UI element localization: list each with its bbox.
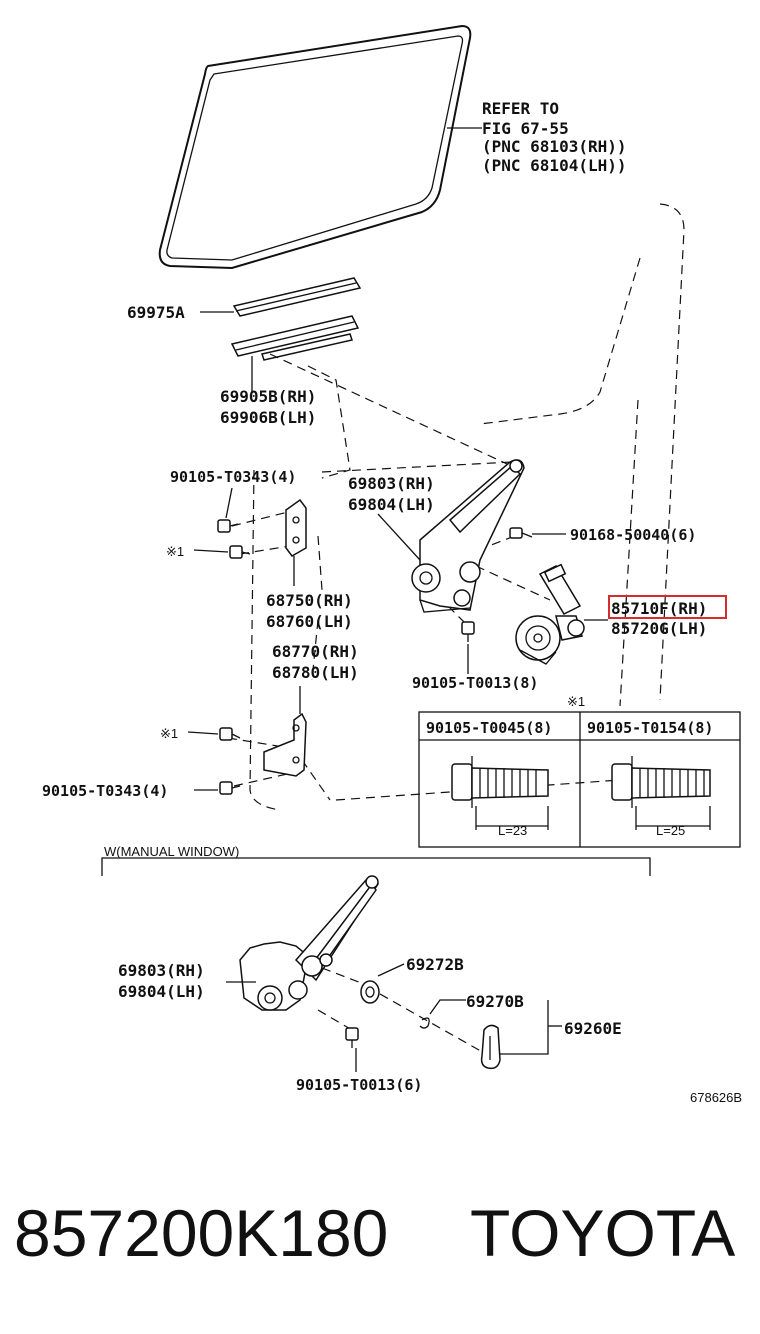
label-69906B: 69906B(LH) [220,408,316,427]
leader-69270B [429,999,466,1015]
label-85710F: 85710F(RH) [611,599,707,618]
window-handle-69260E [480,1024,501,1070]
window-regulator-manual [239,875,379,1011]
label-69803-top: 69803(RH) [348,474,435,493]
bolt-mark1-b [219,727,241,741]
highlight-box [608,595,727,619]
leader-69803-top [377,513,421,561]
label-90105-T0013-8: 90105-T0013(8) [412,674,538,692]
window-motor [515,563,585,665]
bolt-illustration-t0045 [451,756,549,830]
label-mark1-table: ※1 [567,694,585,709]
leader-mark1-b [187,731,219,735]
label-90105-T0013-6: 90105-T0013(6) [296,1076,422,1094]
label-mark1-a: ※1 [166,544,184,559]
label-mark1-b: ※1 [160,726,178,741]
bolt-mark1-a [229,545,251,559]
label-69804-bottom: 69804(LH) [118,982,205,1001]
bracket-68770 [263,712,307,777]
leader-69260E-bracket [500,1000,549,1055]
bolt-table [418,711,741,848]
brand-caption: TOYOTA [470,1196,735,1270]
bolt-90168 [509,527,533,539]
table-header-t0154: 90105-T0154(8) [587,719,713,737]
bolt-90105-T0013-8 [461,621,475,642]
label-90105-T0343-bottom: 90105-T0343(4) [42,782,168,800]
bolt-90105-T0343-bottom [219,781,241,795]
label-90105-T0343-top: 90105-T0343(4) [170,468,296,486]
label-69260E: 69260E [564,1019,622,1038]
bolt-90105-T0343-top [217,519,239,533]
run-channel-69905B [230,315,360,361]
label-69272B: 69272B [406,955,464,974]
label-69975A: 69975A [127,303,185,322]
manual-window-bracket [101,857,651,876]
clip-69270B [419,1017,430,1029]
dashed-leader-handle [379,993,487,1055]
leader-90105-T0343-top [225,487,233,519]
diagram-code: 678626B [690,1090,742,1105]
weatherstrip-69975A [232,277,362,317]
door-glass [158,24,472,270]
refer-line-3: (PNC 68103(RH)) [482,137,627,156]
refer-line-2: FIG 67-55 [482,119,569,138]
bracket-68750 [285,498,307,557]
part-number-caption: 857200K180 [14,1196,388,1270]
dashed-leader-bolt-bottom [317,1009,353,1031]
leader-mark1-a [193,549,229,553]
label-68760: 68760(LH) [266,612,353,631]
table-length-t0045: L=23 [498,823,527,838]
label-manual-window: W(MANUAL WINDOW) [104,844,239,859]
table-length-t0154: L=25 [656,823,685,838]
leader-69272B [377,963,405,977]
bolt-90105-T0013-6 [345,1027,359,1048]
washer-69272B [360,980,380,1004]
label-68750: 68750(RH) [266,591,353,610]
refer-line-4: (PNC 68104(LH)) [482,156,627,175]
refer-line-1: REFER TO [482,99,559,118]
bolt-illustration-t0154 [611,756,711,830]
label-69804-top: 69804(LH) [348,495,435,514]
label-85720G: 85720G(LH) [611,619,707,638]
label-69270B: 69270B [466,992,524,1011]
label-68770: 68770(RH) [272,642,359,661]
table-header-t0045: 90105-T0045(8) [426,719,552,737]
label-69905B: 69905B(RH) [220,387,316,406]
label-68780: 68780(LH) [272,663,359,682]
label-90168: 90168-50040(6) [570,526,696,544]
dashed-leader-washer [321,967,365,985]
window-regulator-power [411,459,525,613]
label-69803-bottom: 69803(RH) [118,961,205,980]
